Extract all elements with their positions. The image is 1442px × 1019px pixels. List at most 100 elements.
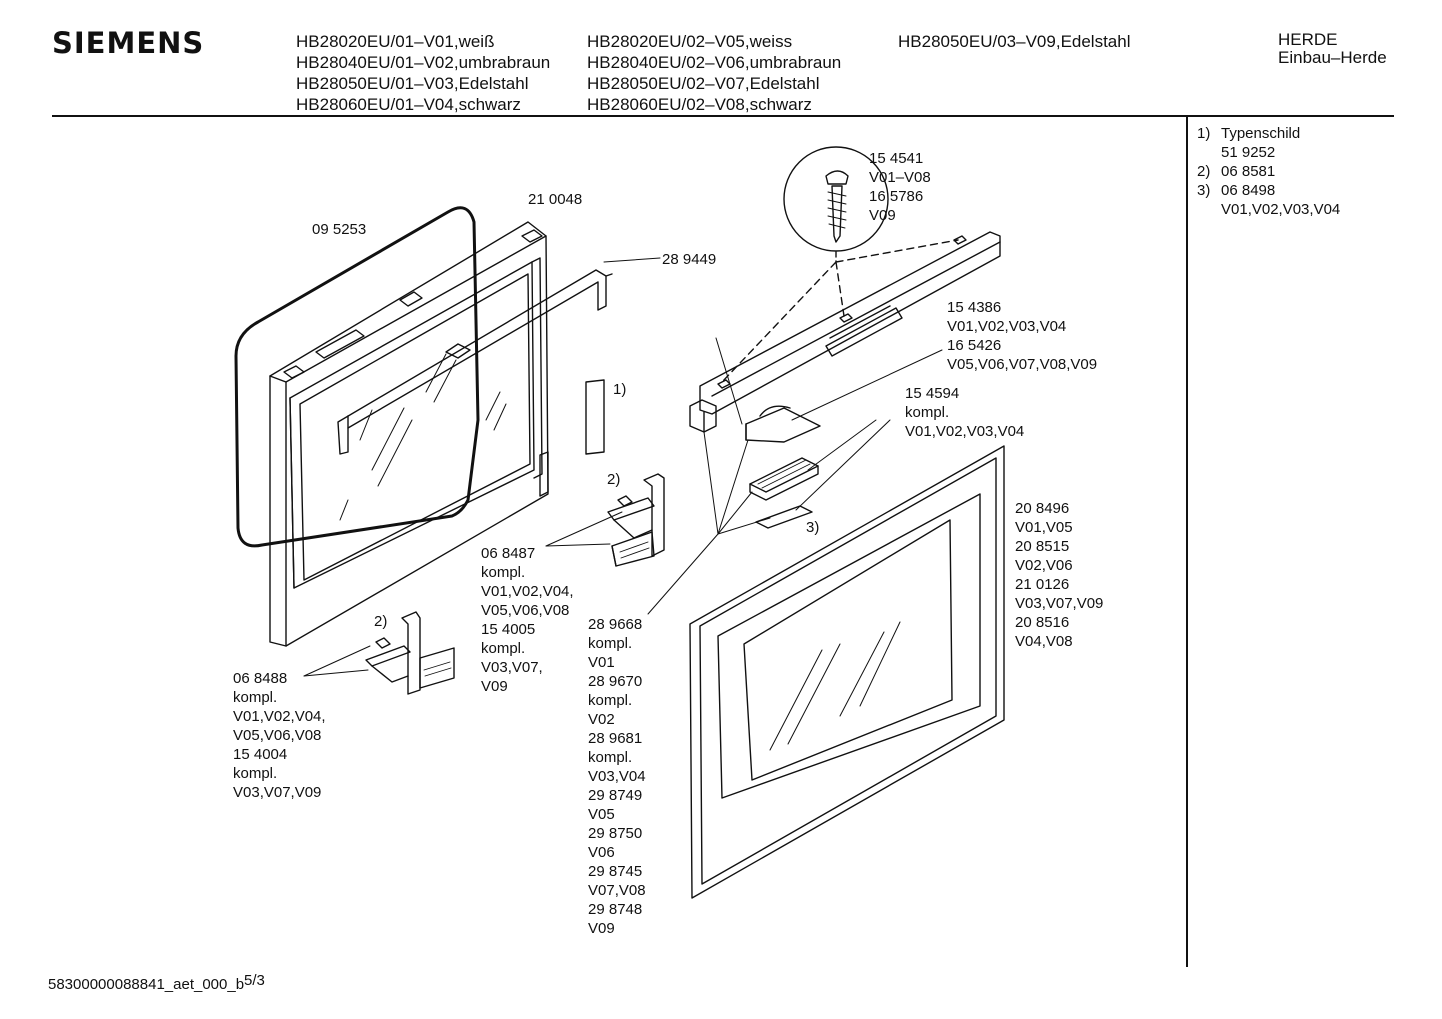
header-divider [52, 115, 1394, 117]
label-line: 20 8496 [1015, 500, 1070, 517]
footnote-row: 3) 06 8498 [1197, 181, 1340, 200]
door-handle-bar [689, 231, 1001, 433]
page-number: 5/3 [244, 972, 265, 989]
label-line: 15 4005 [481, 621, 536, 638]
model-entry: HB28040EU/02–V06,umbrabraun [587, 53, 842, 72]
label-line: V07,V08 [588, 882, 646, 899]
label-line: kompl. [588, 692, 633, 709]
type-plate [585, 379, 605, 455]
label-line: V02,V06 [1015, 557, 1073, 574]
label-line: 20 8516 [1015, 614, 1070, 631]
model-entry: HB28020EU/01–V01,weiß [296, 32, 495, 51]
label-hinge-left: 06 8488 kompl. V01,V02,V04, V05,V06,V08 … [233, 669, 326, 802]
label-line: V01,V02,V04, [481, 583, 574, 600]
footnote-row: 51 9252 [1197, 143, 1340, 162]
footnote-number: 1) [1197, 125, 1211, 142]
label-line: 21 0126 [1015, 576, 1070, 593]
model-entry: HB28020EU/02–V05,weiss [587, 32, 793, 51]
label-line: V03,V07,V09 [233, 784, 322, 801]
label-line: kompl. [481, 640, 526, 657]
label-line: V06 [588, 844, 615, 861]
footnote-text: 06 8581 [1221, 163, 1276, 180]
category-line: HERDE [1278, 30, 1338, 49]
model-list-1: HB28020EU/01–V01,weiß HB28040EU/01–V02,u… [296, 31, 550, 115]
label-line: V09 [588, 920, 615, 937]
label-line: V05,V06,V07,V08,V09 [947, 356, 1098, 373]
label-line: 28 9681 [588, 730, 643, 747]
label-line: kompl. [905, 404, 950, 421]
label-line: V05 [588, 806, 615, 823]
hinge-left [365, 611, 455, 695]
model-entry: HB28040EU/01–V02,umbrabraun [296, 53, 551, 72]
label-door-front: 28 9668 kompl. V01 28 9670 kompl. V02 28… [588, 615, 646, 938]
outer-door-glass [689, 445, 1005, 899]
leader-lines [303, 257, 943, 677]
label-line: V01 [588, 654, 615, 671]
marker-hinge-left: 2) [374, 613, 388, 630]
label-line: 06 8487 [481, 545, 536, 562]
label-line: 29 8750 [588, 825, 643, 842]
label-line: V03,V07, [481, 659, 543, 676]
model-list-2: HB28020EU/02–V05,weiss HB28040EU/02–V06,… [587, 31, 841, 115]
label-line: V09 [869, 207, 896, 224]
screw-detail [783, 146, 889, 263]
footnote-row: 1) Typenschild [1197, 124, 1340, 143]
label-line: 15 4541 [869, 150, 924, 167]
label-line: kompl. [588, 635, 633, 652]
model-entry: HB28060EU/01–V04,schwarz [296, 95, 521, 114]
handle-cover [745, 405, 821, 443]
document-code: 58300000088841_aet_000_b5/3 [48, 972, 265, 993]
inner-door-frame [269, 221, 549, 647]
label-line: 29 8745 [588, 863, 643, 880]
label-line: V01,V05 [1015, 519, 1073, 536]
label-line: 15 4386 [947, 299, 1002, 316]
label-line: 15 4004 [233, 746, 288, 763]
footnote-text: Typenschild [1221, 125, 1301, 142]
category-line: Einbau–Herde [1278, 48, 1387, 67]
handle-clip [749, 457, 819, 501]
model-list-3: HB28050EU/03–V09,Edelstahl [898, 31, 1131, 52]
label-line: V01,V02,V03,V04 [947, 318, 1067, 335]
label-line: kompl. [233, 689, 278, 706]
label-cover: 15 4594 kompl. V01,V02,V03,V04 [905, 384, 1024, 441]
label-line: 29 8749 [588, 787, 643, 804]
label-line: 29 8748 [588, 901, 643, 918]
label-line: V01,V02,V03,V04 [905, 423, 1025, 440]
hinge-right [607, 473, 665, 567]
notes-divider [1186, 117, 1188, 967]
assembly-guide [721, 239, 959, 383]
footnote-text: 51 9252 [1221, 144, 1276, 161]
label-line: 16 5426 [947, 337, 1002, 354]
model-entry: HB28060EU/02–V08,schwarz [587, 95, 812, 114]
label-line: V05,V06,V08 [481, 602, 570, 619]
footnote-row: 2)06 8581 [1197, 162, 1340, 181]
label-line: V05,V06,V08 [233, 727, 322, 744]
label-handle: 15 4386 V01,V02,V03,V04 16 5426 V05,V06,… [947, 298, 1097, 374]
seal-part [755, 505, 813, 529]
label-line: V01,V02,V04, [233, 708, 326, 725]
category-label: HERDE Einbau–Herde [1278, 31, 1387, 67]
label-line: V03,V07,V09 [1015, 595, 1104, 612]
label-line: V02 [588, 711, 615, 728]
label-hinge-right: 06 8487 kompl. V01,V02,V04, V05,V06,V08 … [481, 544, 574, 696]
label-inner-door: 21 0048 [528, 191, 583, 208]
model-entry: HB28050EU/02–V07,Edelstahl [587, 74, 820, 93]
footnote-text: V01,V02,V03,V04 [1221, 201, 1341, 218]
label-line: V09 [481, 678, 508, 695]
label-line: V01–V08 [869, 169, 931, 186]
footnote-number: 3) [1197, 182, 1211, 199]
footnote-text: 06 8498 [1221, 182, 1276, 199]
marker-seal: 3) [806, 519, 820, 536]
model-entry: HB28050EU/01–V03,Edelstahl [296, 74, 529, 93]
label-line: 06 8488 [233, 670, 288, 687]
label-gasket: 09 5253 [312, 221, 367, 238]
label-line: 16 5786 [869, 188, 924, 205]
label-line: 28 9670 [588, 673, 643, 690]
label-line: kompl. [588, 749, 633, 766]
marker-hinge-right: 2) [607, 471, 621, 488]
label-line: 20 8515 [1015, 538, 1070, 555]
label-bracket: 28 9449 [662, 251, 717, 268]
model-entry: HB28050EU/03–V09,Edelstahl [898, 32, 1131, 51]
footnote-row: V01,V02,V03,V04 [1197, 200, 1340, 219]
